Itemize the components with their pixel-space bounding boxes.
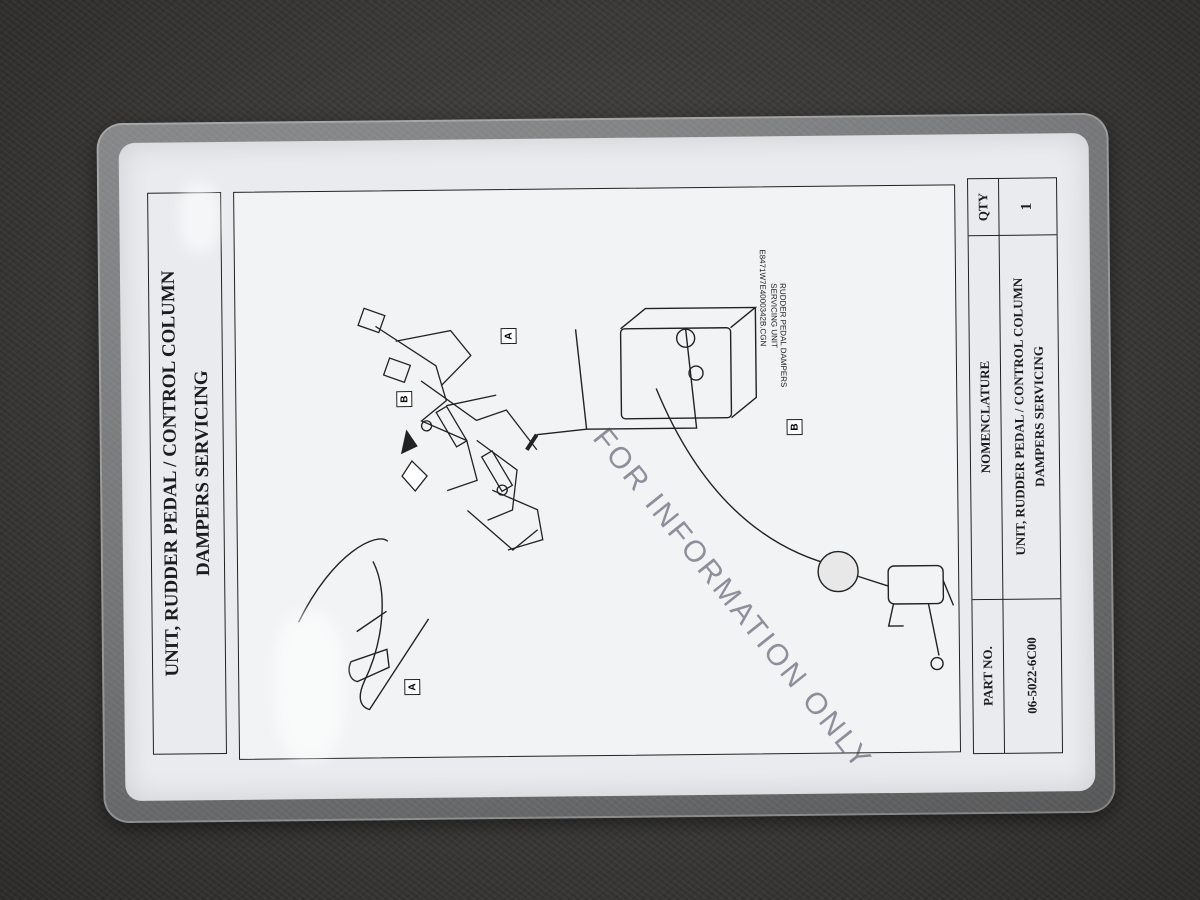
cell-part-no: 06-5022-6C00 <box>1023 637 1040 714</box>
header-part-no: PART NO. <box>979 646 996 706</box>
unit-label: RUDDER PEDAL DAMPERS SERVICING UNIT <box>769 283 788 387</box>
title-text: UNIT, RUDDER PEDAL / CONTROL COLUMN DAMP… <box>153 270 221 677</box>
callout-a-lower: A <box>404 678 421 696</box>
drawing-area: A B B A RUDDER PEDAL DAMPERS SERVICING U… <box>233 184 962 777</box>
cell-nomenclature: UNIT, RUDDER PEDAL / CONTROL COLUMN DAMP… <box>1008 277 1051 556</box>
sleeve-glare-top <box>178 182 220 253</box>
aircraft-nose-illustration <box>297 538 430 711</box>
callout-a-upper: A <box>500 327 517 345</box>
header-nomenclature: NOMENCLATURE <box>976 360 994 474</box>
unit-label-line-1: RUDDER PEDAL DAMPERS <box>778 283 789 388</box>
title-line-2: DAMPERS SERVICING <box>190 370 215 577</box>
table-divider-qty <box>968 234 1057 237</box>
table-divider-part <box>972 598 1061 601</box>
cell-qty: 1 <box>1018 202 1035 211</box>
servicing-unit-illustration <box>525 306 955 671</box>
callout-b-lower: B <box>786 418 803 436</box>
parts-table: QTY 1 NOMENCLATURE UNIT, RUDDER PEDAL / … <box>966 177 1064 755</box>
document-sheet: UNIT, RUDDER PEDAL / CONTROL COLUMN DAMP… <box>118 132 1096 802</box>
rudder-pedal-mechanism-illustration <box>357 307 544 551</box>
cell-nomenclature-line-2: DAMPERS SERVICING <box>1030 346 1048 487</box>
title-block: UNIT, RUDDER PEDAL / CONTROL COLUMN DAMP… <box>147 192 227 755</box>
unit-label-line-2: SERVICING UNIT <box>769 283 779 349</box>
figure-code: E8471W7E4000342B.CGN <box>757 249 768 347</box>
cell-nomenclature-line-1: UNIT, RUDDER PEDAL / CONTROL COLUMN <box>1010 277 1028 556</box>
technical-drawing <box>297 306 955 711</box>
sleeve-glare <box>273 610 346 762</box>
callout-b-upper: B <box>396 391 413 408</box>
title-line-1: UNIT, RUDDER PEDAL / CONTROL COLUMN <box>157 270 184 677</box>
header-qty: QTY <box>975 192 991 222</box>
